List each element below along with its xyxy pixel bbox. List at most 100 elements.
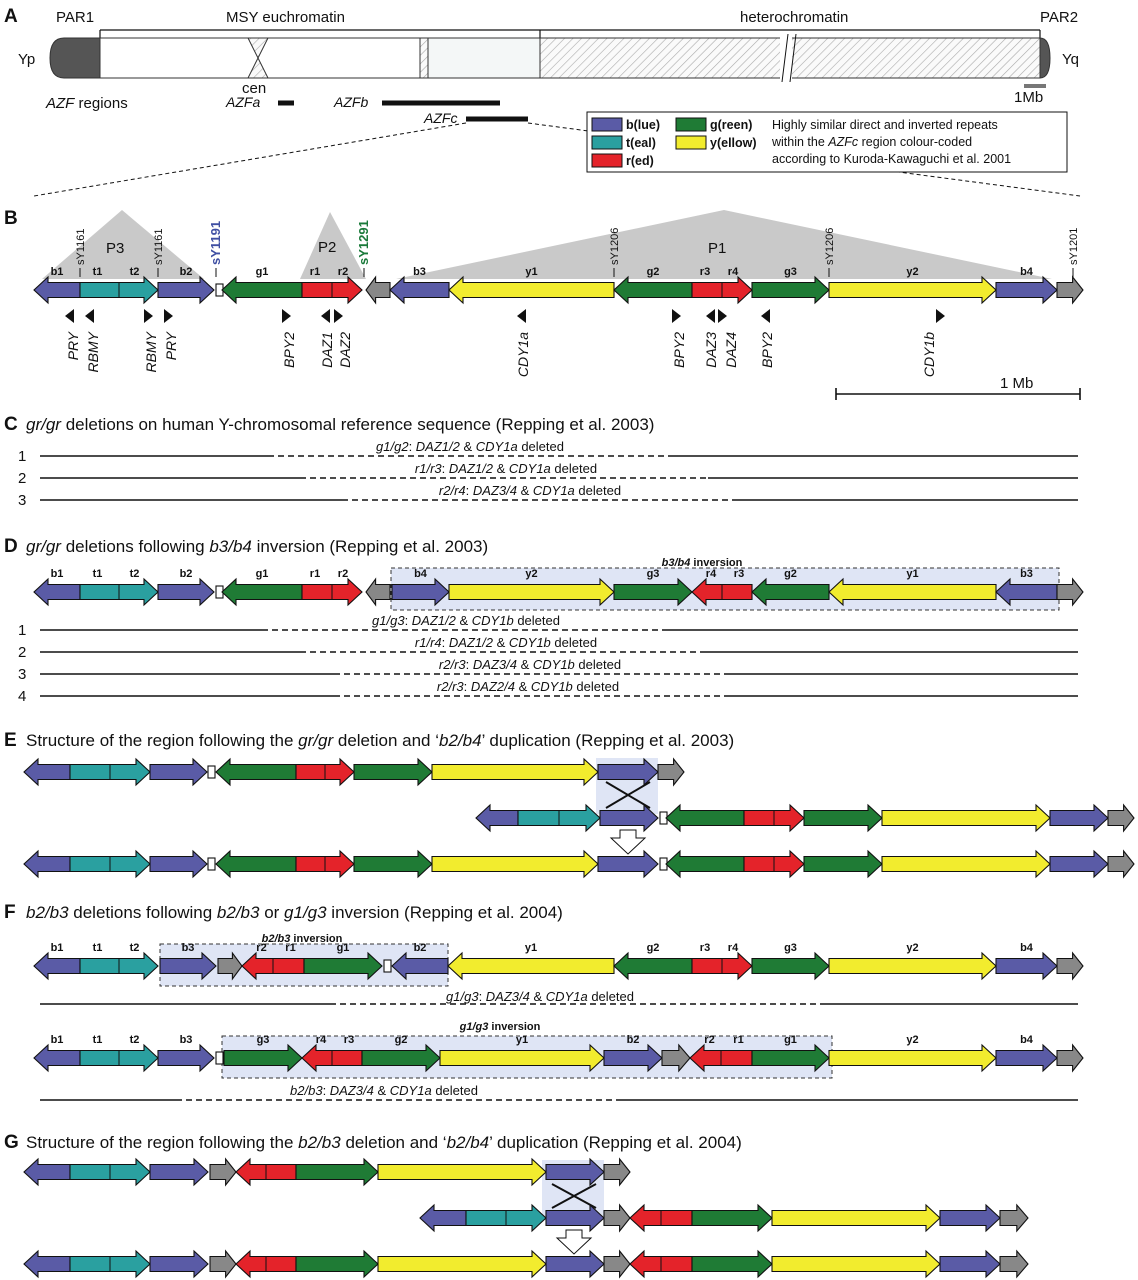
text-run: b3/b4 [209, 537, 252, 556]
segment-label: b3 [413, 266, 426, 278]
text-run: deleted [432, 1083, 478, 1098]
panel-letter: G [4, 1132, 19, 1153]
blue-segment [157, 577, 215, 607]
panel-heading: gr/gr deletions following b3/b4 inversio… [26, 537, 488, 556]
sts-marker [207, 765, 216, 779]
legend-swatch [675, 135, 707, 150]
gray-segment [209, 1157, 237, 1187]
gene-direction-marker [321, 309, 330, 323]
deletion-label: b2/b3: DAZ3/4 & CDY1a deleted [290, 1083, 478, 1098]
green-segment [353, 757, 433, 787]
text-run: : [405, 613, 412, 628]
yellow-segment [439, 1043, 605, 1073]
gray-segment [603, 1249, 631, 1279]
text-run: r2/r4 [439, 483, 466, 498]
legend-item: y(ellow) [710, 136, 757, 150]
green-segment [221, 577, 303, 607]
blue-segment [33, 275, 81, 305]
text-run: & [456, 613, 472, 628]
blue-segment [33, 951, 81, 981]
green-segment [223, 1043, 303, 1073]
segment-label: t1 [93, 266, 103, 278]
gray-segment [1056, 1043, 1084, 1073]
segment-label: y1 [525, 942, 537, 954]
text-run: AZFc [827, 135, 859, 149]
legend-text: according to Kuroda-Kawaguchi et al. 200… [772, 152, 1011, 166]
text-run: CDY1a [509, 461, 551, 476]
par1-region [49, 37, 101, 79]
yp-label: Yp [18, 51, 35, 68]
blue-segment [157, 1043, 215, 1073]
gray-segment [661, 1043, 691, 1073]
blue-segment [23, 1157, 71, 1187]
palindrome-p3 [42, 210, 204, 279]
scale-label: 1 Mb [1000, 375, 1033, 392]
text-run: deleted [518, 439, 564, 454]
segment-label: b2 [180, 266, 193, 278]
segment-label: y1 [906, 568, 918, 580]
blue-segment [939, 1203, 1001, 1233]
par2-region [1039, 37, 1051, 79]
gene-label: RBMY [143, 330, 159, 372]
text-run: regions [74, 95, 127, 112]
sts-label: sY1161 [153, 229, 165, 266]
text-run: inversion (Repping et al. 2004) [327, 903, 563, 922]
text-run: CDY1a [533, 483, 575, 498]
text-run: CDY1b [531, 679, 573, 694]
text-run: deletion and ‘ [333, 731, 439, 750]
text-run: g1/g3 [284, 903, 327, 922]
break-mark [789, 33, 797, 83]
segment-label: r2 [338, 266, 348, 278]
sts-label: sY1161 [75, 229, 87, 266]
gray-segment [209, 1249, 237, 1279]
gene-direction-marker [936, 309, 945, 323]
yellow-segment [828, 275, 997, 305]
deletion-row-number: 3 [18, 492, 26, 509]
deletion-row-number: 2 [18, 644, 26, 661]
text-run: gr/gr [26, 537, 62, 556]
sts-marker [207, 857, 216, 871]
text-run: deletion and ‘ [341, 1133, 447, 1152]
segment-label: g2 [784, 568, 797, 580]
green-segment [665, 849, 745, 879]
text-run: : [442, 635, 449, 650]
text-run: & [515, 679, 531, 694]
segment-label: r3 [700, 942, 710, 954]
legend-swatch [591, 117, 623, 132]
green-segment [361, 1043, 441, 1073]
text-run: deletions on human Y-chromosomal referen… [61, 415, 654, 434]
gene-direction-marker [65, 309, 74, 323]
gene-direction-marker [706, 309, 715, 323]
blue-segment [603, 1043, 663, 1073]
panel-heading: b2/b3 deletions following b2/b3 or g1/g3… [26, 903, 563, 922]
result-arrow-icon [555, 1229, 593, 1255]
green-segment [215, 757, 297, 787]
text-run: : [479, 989, 486, 1004]
segment-label: r2 [338, 568, 348, 580]
gene-label: PRY [163, 330, 179, 360]
gene-label: PRY [65, 330, 81, 360]
sts-label: sY1206 [609, 228, 621, 265]
blue-segment [391, 577, 450, 607]
gene-direction-marker [164, 309, 173, 323]
legend-swatch [675, 117, 707, 132]
segment-label: b3 [1020, 568, 1033, 580]
text-run: DAZ1/2 [449, 635, 494, 650]
blue-segment [597, 849, 659, 879]
panel-heading: Structure of the region following the b2… [26, 1133, 742, 1152]
segment-label: g1 [784, 1034, 797, 1046]
panel-letter: A [4, 6, 18, 27]
panel-letter: E [4, 730, 17, 751]
yellow-segment [828, 577, 997, 607]
segment-label: g2 [647, 942, 660, 954]
hatched-band [419, 37, 429, 79]
text-run: DAZ3/4 [473, 483, 517, 498]
yellow-segment [447, 951, 615, 981]
text-run: CDY1b [472, 613, 514, 628]
text-run: AZF [45, 95, 75, 112]
segment-label: y1 [516, 1034, 528, 1046]
gray-segment [1107, 849, 1135, 879]
text-run: g1/g3 [459, 1021, 489, 1033]
text-run: Highly similar direct and inverted repea… [772, 118, 998, 132]
deletion-row-number: 4 [18, 688, 26, 705]
